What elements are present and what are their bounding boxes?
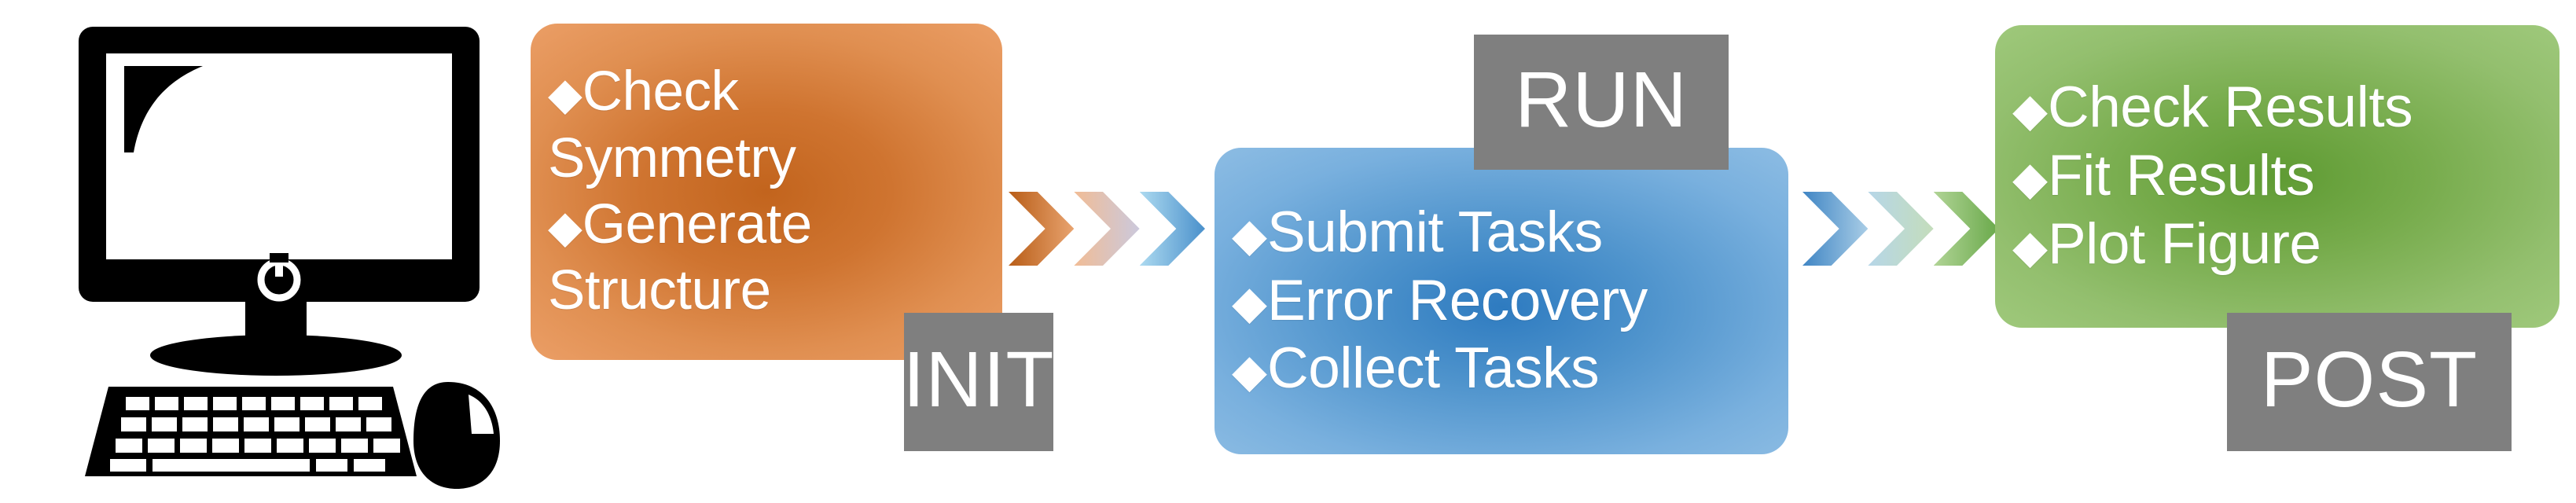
diamond-bullet-icon: ◆ xyxy=(1232,209,1267,261)
stage-item-label: Fit Results xyxy=(2047,144,2315,208)
diamond-bullet-icon: ◆ xyxy=(2012,221,2048,273)
connector-init-to-run xyxy=(1009,192,1205,266)
stage-badge-run: RUN xyxy=(1474,35,1729,170)
stage-item-label: Generate Structure xyxy=(548,193,812,322)
stage-box-init[interactable]: ◆Check Symmetry ◆Generate Structure xyxy=(531,24,1002,360)
stage-box-post[interactable]: ◆Check Results ◆Fit Results ◆Plot Figure xyxy=(1995,25,2559,328)
diamond-bullet-icon: ◆ xyxy=(548,69,582,119)
chevron-arrow-icon xyxy=(1074,192,1140,266)
stage-badge-post: POST xyxy=(2227,313,2512,451)
diamond-bullet-icon: ◆ xyxy=(2012,85,2048,137)
chevron-arrow-icon xyxy=(1009,192,1075,266)
stage-item-label: Error Recovery xyxy=(1266,268,1648,332)
stage-item-label: Submit Tasks xyxy=(1266,200,1603,264)
stage-box-run[interactable]: ◆Submit Tasks ◆Error Recovery ◆Collect T… xyxy=(1215,148,1788,454)
diamond-bullet-icon: ◆ xyxy=(548,202,582,252)
stage-item: ◆Check Symmetry xyxy=(548,59,982,192)
desktop-computer-icon xyxy=(24,13,511,492)
stage-item-label: Plot Figure xyxy=(2047,211,2321,276)
stage-item: ◆Submit Tasks xyxy=(1232,199,1768,267)
stage-item: ◆Check Results xyxy=(2012,74,2539,142)
stage-item: ◆Error Recovery xyxy=(1232,267,1768,336)
stage-item: ◆Generate Structure xyxy=(548,192,982,325)
stage-item-label: Collect Tasks xyxy=(1266,336,1600,401)
chevron-arrow-icon xyxy=(1139,192,1205,266)
connector-run-to-post xyxy=(1802,192,1999,266)
stage-item: ◆Collect Tasks xyxy=(1232,335,1768,403)
stage-item-label: Check Symmetry xyxy=(548,61,796,189)
diamond-bullet-icon: ◆ xyxy=(2012,152,2048,204)
stage-badge-init: INIT xyxy=(903,313,1053,451)
chevron-arrow-icon xyxy=(1868,192,1934,266)
stage-item: ◆Fit Results xyxy=(2012,142,2539,211)
chevron-arrow-icon xyxy=(1933,192,1999,266)
diamond-bullet-icon: ◆ xyxy=(1232,277,1267,329)
diamond-bullet-icon: ◆ xyxy=(1232,346,1267,398)
stage-item-label: Check Results xyxy=(2047,75,2413,140)
chevron-arrow-icon xyxy=(1802,192,1869,266)
stage-item: ◆Plot Figure xyxy=(2012,211,2539,279)
